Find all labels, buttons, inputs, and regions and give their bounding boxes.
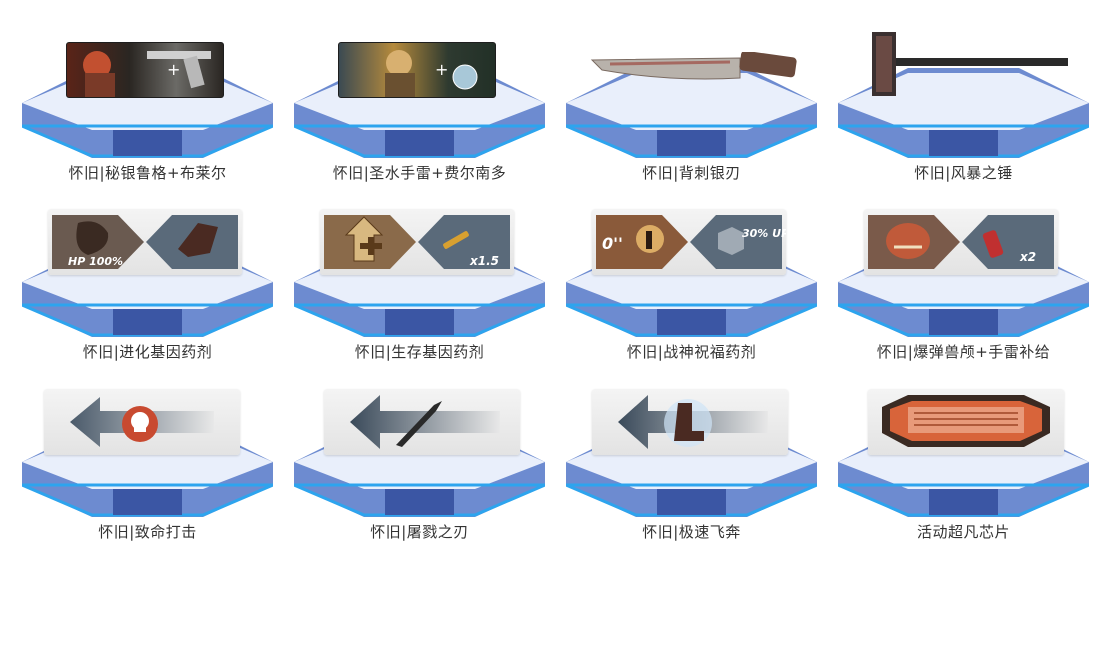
knife-icon	[590, 52, 797, 80]
item-card[interactable]: 0'' 30% UP 怀旧|战神祝福药剂	[566, 209, 817, 369]
item-card[interactable]: HP 100% 怀旧|进化基因药剂	[22, 209, 273, 369]
survival-potion-icon: x1.5	[320, 209, 514, 275]
item-label: 怀旧|背刺银刃	[642, 164, 741, 182]
hp-caption: HP 100%	[68, 255, 123, 268]
item-label: 怀旧|风暴之锤	[914, 164, 1013, 182]
count-caption: x2	[1019, 250, 1036, 264]
platform	[838, 68, 1089, 158]
item-label: 怀旧|爆弹兽颅+手雷补给	[876, 343, 1051, 361]
item-card[interactable]: x2 怀旧|爆弹兽颅+手雷补给	[838, 209, 1089, 369]
item-card[interactable]: x1.5 怀旧|生存基因药剂	[294, 209, 545, 369]
item-label: 怀旧|战神祝福药剂	[626, 343, 757, 361]
item-card[interactable]: 怀旧|致命打击	[22, 389, 273, 549]
item-card[interactable]: + 怀旧|圣水手雷+费尔南多	[294, 30, 545, 190]
item-label: 怀旧|极速飞奔	[642, 523, 741, 541]
item-label: 怀旧|进化基因药剂	[82, 343, 213, 361]
item-card[interactable]: 活动超凡芯片	[838, 389, 1089, 549]
boot-arrow-icon	[592, 389, 788, 455]
item-label: 怀旧|圣水手雷+费尔南多	[332, 164, 507, 182]
beast-skull-grenade-icon: x2	[864, 209, 1058, 275]
character-holywater-icon: +	[338, 42, 496, 98]
item-label: 活动超凡芯片	[916, 523, 1010, 541]
item-card[interactable]: 怀旧|屠戮之刃	[294, 389, 545, 549]
chip-icon	[868, 389, 1064, 455]
item-label: 怀旧|生存基因药剂	[354, 343, 485, 361]
hammer-icon	[872, 32, 1068, 96]
platform	[566, 68, 817, 158]
blade-arrow-icon	[324, 389, 520, 455]
item-card[interactable]: + 怀旧|秘银鲁格+布莱尔	[22, 30, 273, 190]
svg-text:+: +	[435, 60, 448, 79]
boost-caption: 30% UP	[742, 227, 786, 240]
item-label: 怀旧|致命打击	[98, 523, 197, 541]
character-pistol-icon: +	[66, 42, 224, 98]
item-card[interactable]: 怀旧|极速飞奔	[566, 389, 817, 549]
item-label: 怀旧|秘银鲁格+布莱尔	[68, 164, 227, 182]
item-card[interactable]: 怀旧|背刺银刃	[566, 30, 817, 190]
skull-arrow-icon	[44, 389, 240, 455]
svg-text:+: +	[167, 60, 180, 79]
time-caption: 0''	[602, 234, 623, 253]
item-card[interactable]: 怀旧|风暴之锤	[838, 30, 1089, 190]
multiplier-caption: x1.5	[469, 254, 499, 268]
war-god-potion-icon: 0'' 30% UP	[592, 209, 789, 275]
item-label: 怀旧|屠戮之刃	[370, 523, 469, 541]
evolution-potion-icon: HP 100%	[48, 209, 242, 275]
